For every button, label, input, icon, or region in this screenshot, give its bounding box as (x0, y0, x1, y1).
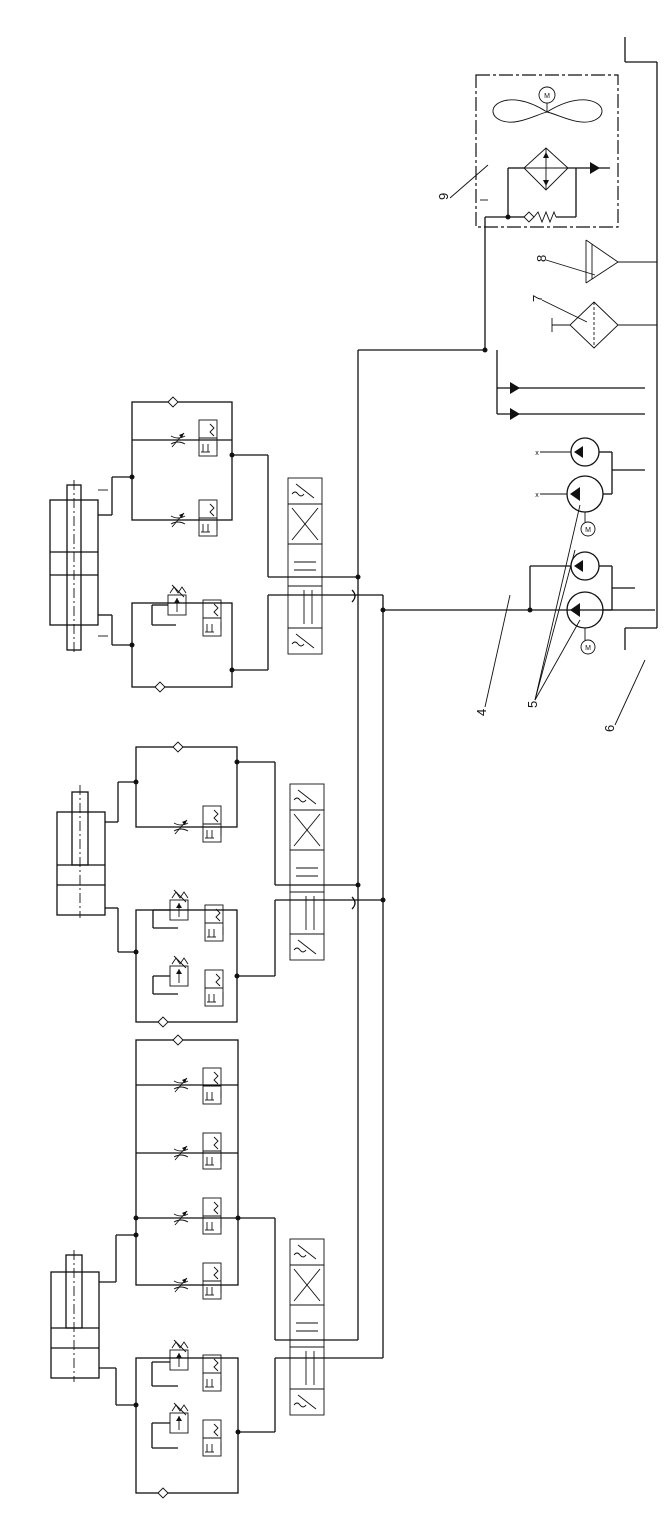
svg-text:x: x (535, 492, 539, 499)
svg-text:M: M (585, 645, 591, 652)
svg-text:x: x (535, 450, 539, 457)
callout-8: 8 (534, 255, 549, 262)
single-rod-cylinder (50, 1250, 100, 1382)
svg-text:M: M (585, 527, 591, 534)
callout-4: 4 (474, 709, 489, 716)
pump-unit-upper: x x M (535, 437, 645, 537)
return-lines (496, 350, 645, 420)
callout-6: 6 (602, 725, 617, 732)
tank (624, 37, 658, 650)
fan-icon: M (492, 86, 603, 123)
callout-5: 5 (525, 701, 540, 708)
directional-valve (289, 783, 325, 961)
callout-7: 7 (530, 295, 545, 302)
motor-icon: M (580, 639, 596, 655)
callouts: 9 8 7 4 5 6 (436, 164, 646, 732)
circuit-1 (49, 396, 383, 693)
bypass-check-valve-icon (523, 210, 557, 224)
tank-breather-icon (585, 239, 657, 284)
main-bus-lines (351, 347, 655, 1358)
pump-unit-lower: M (527, 551, 635, 655)
cooler-unit: M (475, 74, 619, 350)
motor-icon: M (580, 521, 596, 537)
circuit-2 (56, 741, 383, 1028)
heat-exchanger-icon (523, 147, 569, 191)
double-rod-cylinder (49, 480, 108, 655)
callout-9: 9 (436, 193, 451, 200)
directional-valve (287, 477, 323, 655)
svg-text:M: M (544, 93, 550, 100)
circuit-3 (50, 1034, 383, 1499)
filter-icon (551, 301, 657, 349)
single-rod-cylinder (56, 785, 106, 918)
directional-valve (289, 1238, 325, 1416)
